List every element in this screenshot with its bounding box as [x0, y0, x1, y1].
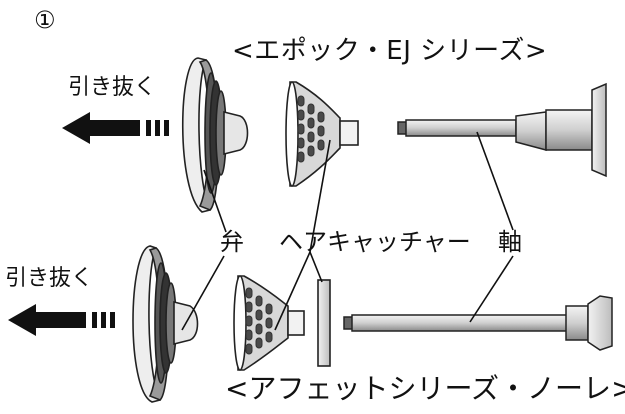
step-number: ①	[34, 6, 56, 34]
pull-arrow-top	[62, 112, 169, 144]
hair-catcher-top	[285, 81, 359, 187]
series-title-top: <エポック・EJ シリーズ>	[232, 36, 548, 66]
pull-out-label-bottom: 引き抜く	[5, 266, 94, 291]
hair-catcher-bottom	[233, 275, 305, 371]
series-title-bottom: <アフェットシリーズ・ノーレ>	[225, 372, 625, 405]
pull-out-label-top: 引き抜く	[68, 75, 157, 100]
valve-bottom	[132, 245, 199, 403]
shaft-bottom	[343, 295, 613, 351]
leader-lines	[181, 131, 514, 331]
pull-arrow-bottom	[8, 304, 115, 336]
valve-top	[181, 57, 249, 213]
catcher-disc-bottom	[317, 279, 331, 367]
shaft-label: 軸	[498, 228, 522, 256]
valve-label: 弁	[220, 228, 244, 256]
shaft-top	[397, 82, 607, 178]
